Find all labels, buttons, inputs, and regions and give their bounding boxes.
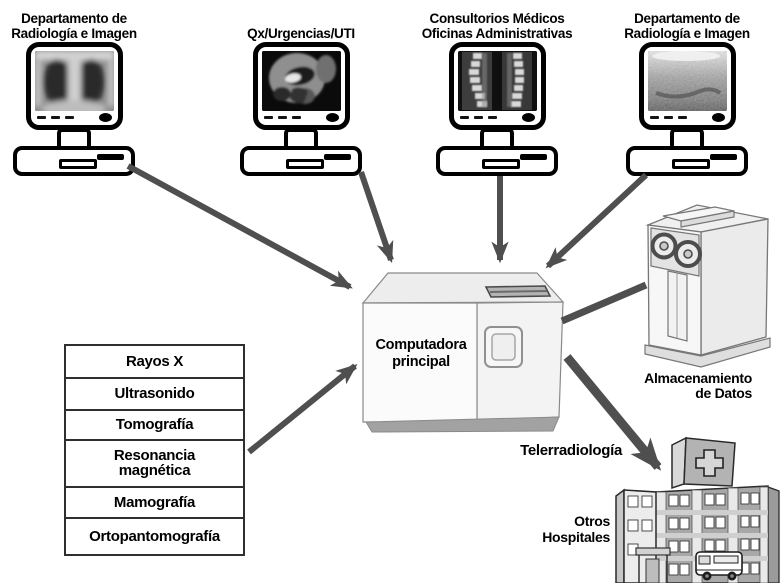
label-line: Qx/Urgencias/UTI: [247, 25, 355, 41]
monitor: [448, 42, 546, 130]
monitor-button-icon: [263, 116, 273, 119]
label-line: Radiología e Imagen: [624, 25, 750, 41]
data-storage-label: Almacenamiento de Datos: [644, 370, 752, 402]
monitor-button-icon: [487, 116, 497, 119]
modality-row-ultrasonido: Ultrasonido: [66, 376, 243, 409]
monitor-button-icon: [50, 116, 60, 119]
disk-slot-icon: [482, 159, 520, 169]
disk-slot-icon: [672, 159, 710, 169]
chest-xray-graphic: [34, 51, 114, 111]
power-button-icon: [98, 113, 112, 122]
modality-row-rayos-x: Rayos X: [66, 346, 243, 377]
workstation-consultorios: Consultorios Médicos Oficinas Administra…: [422, 5, 573, 176]
computer-base: [240, 146, 362, 176]
modality-label: Tomografía: [115, 416, 194, 434]
label-line: Oficinas Administrativas: [421, 25, 573, 41]
ultrasound-image: [647, 51, 727, 111]
workstation-qx-urgencias-uti: Qx/Urgencias/UTI: [226, 5, 376, 176]
modality-label: Mamografía: [113, 493, 196, 511]
brain-mri-graphic: [261, 51, 341, 111]
arrow-ws4-to-main: [545, 172, 649, 269]
monitor: [252, 42, 350, 130]
monitor-button-icon: [677, 116, 687, 119]
modality-label: Resonancia magnética: [113, 446, 196, 480]
label-line: Almacenamiento: [644, 370, 752, 386]
label-line: Telerradiología: [520, 442, 622, 459]
modality-row-ortopantomografia: Ortopantomografía: [66, 517, 243, 554]
workstation-radiology-right: Departamento de Radiología e Imagen: [612, 5, 762, 176]
ambulance-icon: [695, 551, 743, 581]
label-line: de Datos: [695, 385, 752, 402]
main-computer-label: Computadora principal: [368, 337, 474, 370]
workstation-label: Consultorios Médicos Oficinas Administra…: [422, 5, 573, 41]
monitor: [638, 42, 736, 130]
modality-label: Ultrasonido: [114, 384, 195, 402]
modality-row-resonancia: Resonancia magnética: [66, 439, 243, 485]
spine-xray-image: [457, 51, 537, 111]
monitor-controls: [262, 111, 341, 124]
vent-icon: [97, 154, 124, 160]
label-line: Hospitales: [542, 528, 610, 545]
vent-icon: [520, 154, 547, 160]
monitor-controls: [35, 111, 114, 124]
monitor-button-icon: [291, 116, 301, 119]
label-line: Otros: [574, 513, 610, 529]
monitor: [25, 42, 123, 130]
computer-base: [13, 146, 135, 176]
monitor-button-icon: [64, 116, 74, 119]
power-button-icon: [521, 113, 535, 122]
disk-slot-icon: [286, 159, 324, 169]
label-line: Departamento de: [21, 10, 127, 26]
other-hospitals-label: Otros Hospitales: [528, 513, 610, 545]
disk-slot-icon: [59, 159, 97, 169]
monitor-controls: [458, 111, 537, 124]
modality-label: Ortopantomografía: [89, 527, 220, 545]
workstation-label: Departamento de Radiología e Imagen: [11, 5, 137, 41]
arrow-ws1-to-main: [126, 163, 353, 290]
monitor-controls: [648, 111, 727, 124]
label-line: Radiología e Imagen: [11, 25, 137, 41]
monitor-button-icon: [36, 116, 46, 119]
monitor-button-icon: [473, 116, 483, 119]
monitor-button-icon: [649, 116, 659, 119]
modality-row-tomografia: Tomografía: [66, 408, 243, 440]
main-computer-graphic: [361, 272, 565, 433]
arrow-ws2-to-main: [358, 171, 394, 264]
spine-xray-graphic: [457, 51, 537, 111]
workstation-radiology-left: Departamento de Radiología e Imagen: [0, 5, 149, 176]
ultrasound-graphic: [647, 51, 727, 111]
arrow-modalities-to-main: [247, 363, 358, 455]
link-main-to-storage: [560, 281, 648, 325]
teleradiology-label: Telerradiología: [500, 442, 622, 459]
vent-icon: [324, 154, 351, 160]
computer-base: [436, 146, 558, 176]
vent-icon: [710, 154, 737, 160]
modality-row-mamografia: Mamografía: [66, 485, 243, 518]
power-button-icon: [711, 113, 725, 122]
data-storage-graphic: [644, 204, 771, 368]
chest-xray-image: [34, 51, 114, 111]
power-button-icon: [325, 113, 339, 122]
workstation-label: Qx/Urgencias/UTI: [247, 5, 355, 41]
other-hospitals-graphic: [615, 436, 780, 583]
label-line: Consultorios Médicos: [429, 10, 565, 26]
modality-label: Rayos X: [125, 352, 184, 370]
label-line: Departamento de: [634, 10, 740, 26]
label-line: Computadora: [375, 337, 467, 353]
monitor-button-icon: [663, 116, 673, 119]
workstation-label: Departamento de Radiología e Imagen: [624, 5, 750, 41]
label-line: principal: [392, 353, 450, 370]
monitor-button-icon: [459, 116, 469, 119]
modality-list: Rayos X Ultrasonido Tomografía Resonanci…: [64, 344, 245, 556]
brain-mri-image: [261, 51, 341, 111]
computer-base: [626, 146, 748, 176]
monitor-button-icon: [277, 116, 287, 119]
